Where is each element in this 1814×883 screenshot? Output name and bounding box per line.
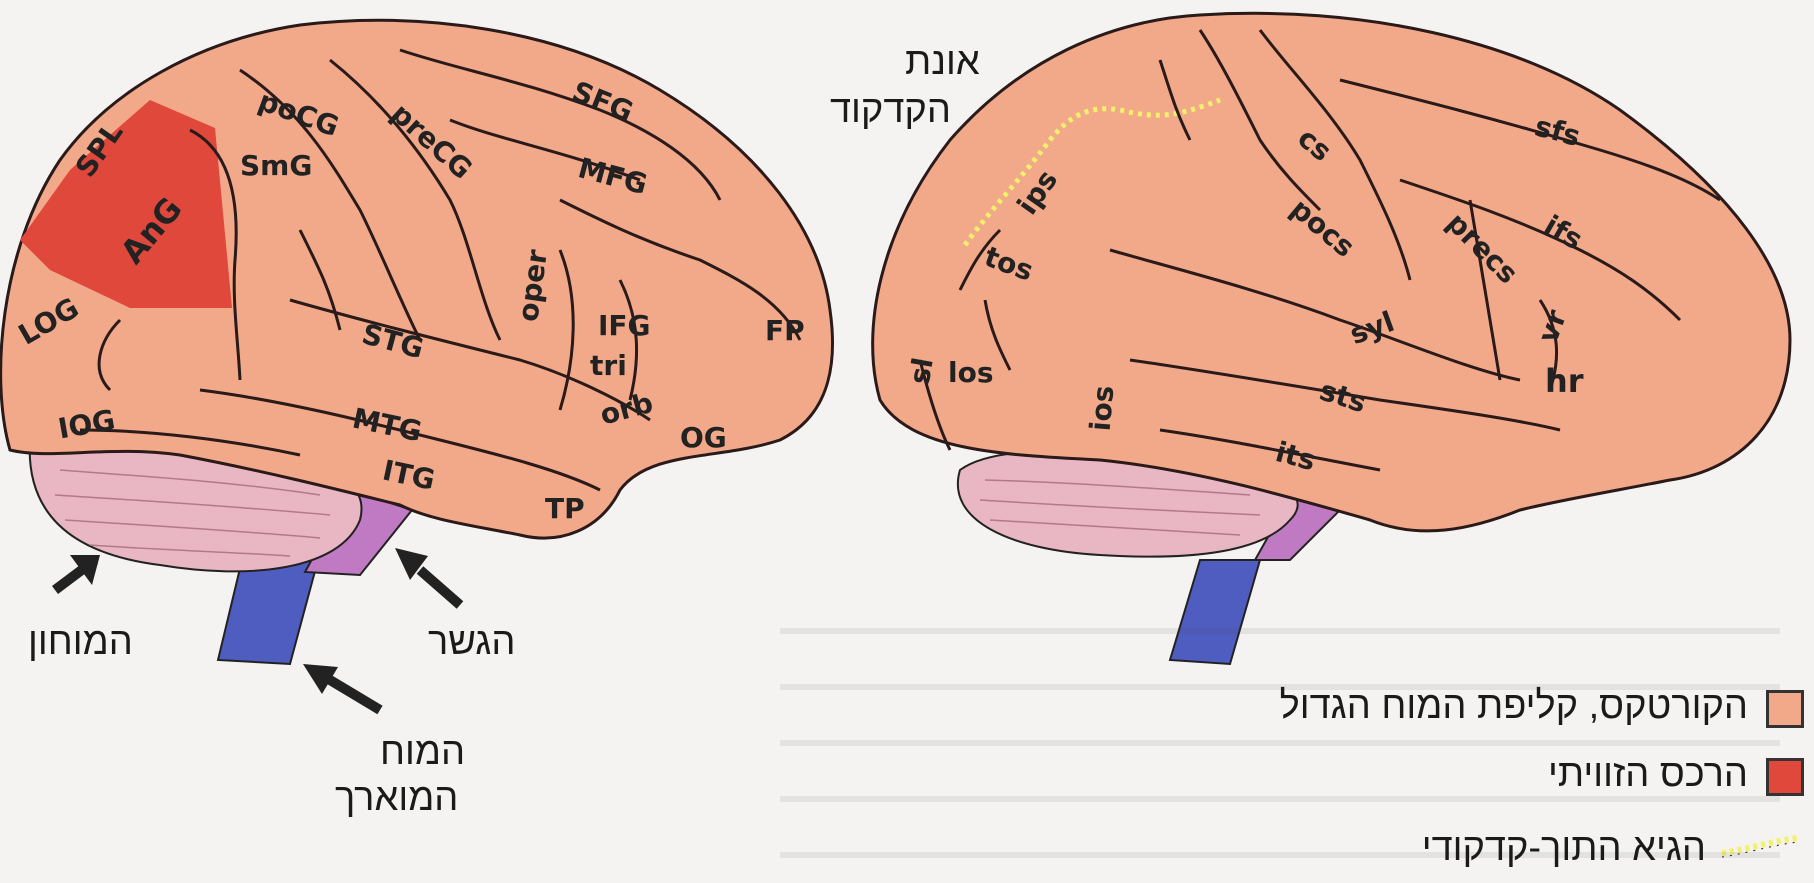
label-tri: tri [590,349,627,382]
label-ios: ios [1084,384,1121,432]
legend-label-angular: הרכס הזוויתי [1548,752,1748,796]
arrow-medulla [303,664,380,710]
legend-label-ips: הגיא התוך-קדקודי [1422,826,1706,870]
arrow-cerebellum [55,555,100,590]
label-parietal-line1: אונת [905,40,980,84]
right-brain: ips tos cs pocs precs sfs ifs syl sts it… [873,13,1790,664]
legend-swatch-angular [1766,758,1804,796]
label-tp: TP [545,492,585,525]
left-brainstem [218,560,318,664]
label-medulla-line1: המוח [380,730,465,774]
label-parietal-line2: הקדקוד [830,88,951,132]
legend-label-cortex: הקורטקס, קליפת המוח הגדול [1280,684,1748,728]
label-medulla-line2: המוארך [335,776,458,820]
label-ifg: IFG [598,309,651,342]
legend-swatch-cortex [1766,690,1804,728]
bleed-through-texture [780,600,1780,860]
label-smg: SmG [240,149,312,182]
arrow-pons [395,548,460,605]
label-pons-hebrew: הגשר [428,620,515,664]
left-brain: SPL AnG LOG IOG poCG preCG SmG SFG MFG o… [1,20,833,710]
label-og: OG [680,421,727,454]
label-fp: FP [765,314,805,347]
label-cerebellum: המוחון [28,620,133,664]
label-los: los [948,356,994,389]
label-hr: hr [1545,362,1584,400]
